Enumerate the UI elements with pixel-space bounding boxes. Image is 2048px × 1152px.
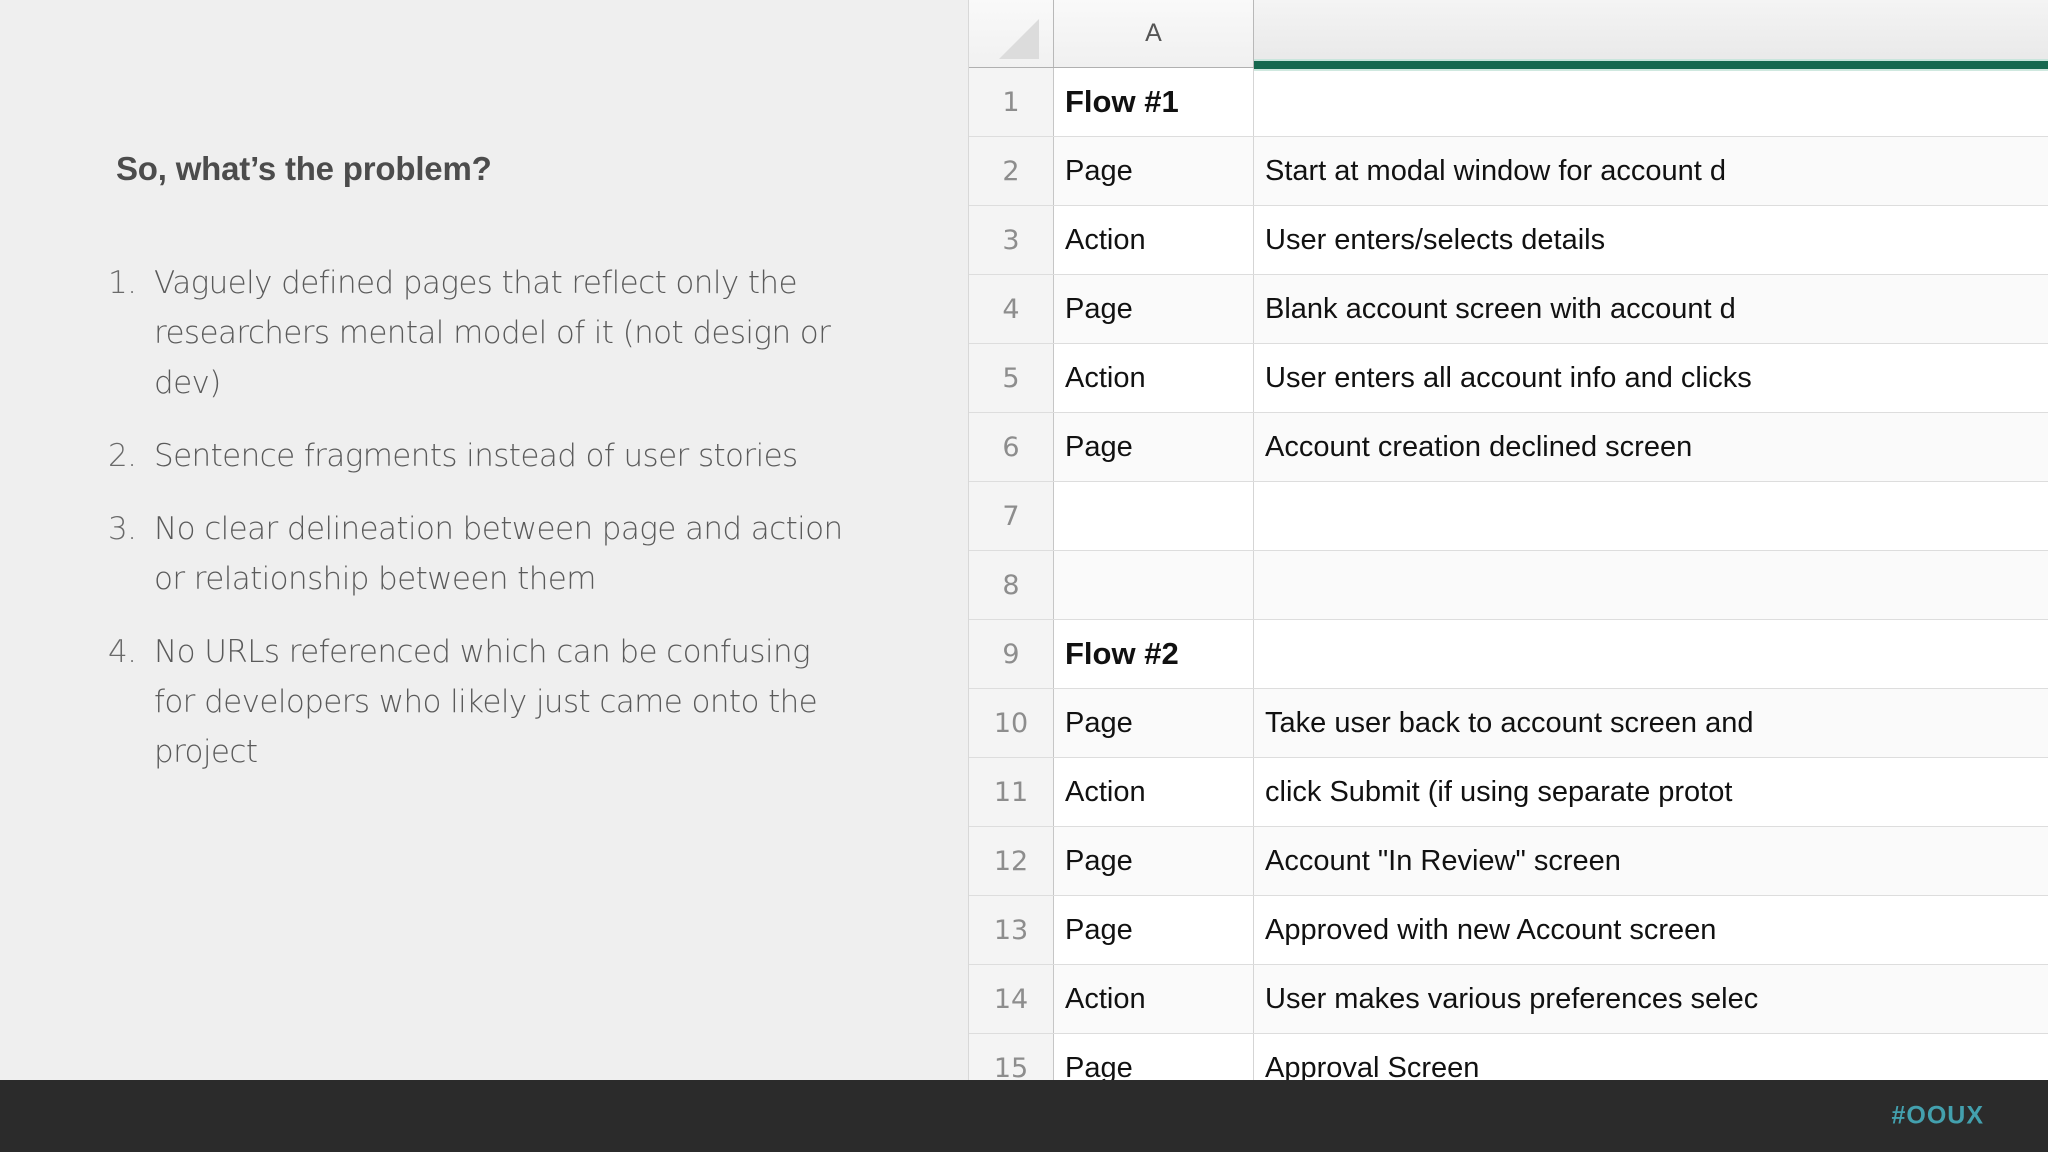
cell-column-b[interactable]: User enters/selects details [1265, 223, 1606, 256]
cell-column-a[interactable]: Page [1054, 689, 1254, 757]
problem-number: 2. [108, 438, 137, 474]
cell-column-a[interactable] [1054, 482, 1254, 550]
select-all-triangle-icon [999, 19, 1039, 59]
row-header-number[interactable]: 15 [969, 1034, 1054, 1080]
slide-footer-bar: #OOUX [0, 1080, 2048, 1152]
select-all-corner-icon[interactable] [969, 0, 1054, 67]
cell-column-b[interactable]: Account creation declined screen [1265, 430, 1693, 463]
row-header-number[interactable]: 4 [969, 275, 1054, 343]
row-header-number[interactable]: 14 [969, 965, 1054, 1033]
problem-list-item: 1. Vaguely defined pages that reflect onl… [108, 258, 898, 408]
problem-number: 3. [108, 511, 137, 547]
problem-list: 1. Vaguely defined pages that reflect onl… [108, 258, 898, 800]
cell-column-b[interactable]: Blank account screen with account d [1265, 292, 1736, 325]
spreadsheet-row[interactable]: 8 [969, 551, 2048, 620]
cell-column-b[interactable] [1254, 551, 2048, 619]
row-header-number[interactable]: 3 [969, 206, 1054, 274]
row-header-number[interactable]: 5 [969, 344, 1054, 412]
cell-column-b[interactable]: Approved with new Account screen [1265, 913, 1717, 946]
cell-column-b[interactable]: Take user back to account screen and [1265, 706, 1754, 739]
cell-column-a[interactable]: Action [1054, 965, 1254, 1033]
problem-text: Sentence fragments instead of user stori… [154, 438, 798, 474]
column-header-b[interactable] [1254, 0, 2048, 67]
cell-column-a[interactable]: Page [1054, 275, 1254, 343]
cell-column-a[interactable]: Page [1054, 137, 1254, 205]
cell-column-a[interactable]: Action [1054, 206, 1254, 274]
footer-hashtag: #OOUX [1891, 1101, 1984, 1130]
cell-column-b[interactable] [1254, 620, 2048, 688]
page-title: So, what’s the problem? [116, 150, 492, 187]
cell-column-b[interactable]: User enters all account info and clicks [1265, 361, 1752, 394]
column-selection-indicator [1254, 61, 2048, 69]
cell-column-b[interactable]: click Submit (if using separate protot [1265, 775, 1733, 808]
cell-column-b[interactable]: Account "In Review" screen [1265, 844, 1621, 877]
cell-column-a[interactable]: Page [1054, 896, 1254, 964]
column-header-a[interactable]: A [1054, 0, 1254, 67]
problem-number: 1. [108, 265, 137, 301]
row-header-number[interactable]: 11 [969, 758, 1054, 826]
slide-content-panel: So, what’s the problem? 1. Vaguely define… [0, 0, 968, 1080]
cell-column-b[interactable] [1254, 68, 2048, 136]
cell-column-b[interactable]: Start at modal window for account d [1265, 154, 1727, 187]
cell-column-a[interactable]: Action [1054, 344, 1254, 412]
row-header-number[interactable]: 12 [969, 827, 1054, 895]
problem-text: No URLs referenced which can be confusin… [154, 634, 818, 770]
cell-column-a[interactable]: Flow #1 [1054, 68, 1254, 136]
row-header-number[interactable]: 10 [969, 689, 1054, 757]
row-header-number[interactable]: 8 [969, 551, 1054, 619]
cell-column-b[interactable]: User makes various preferences selec [1265, 982, 1759, 1015]
cell-column-a[interactable] [1054, 551, 1254, 619]
problem-list-item: 2. Sentence fragments instead of user sto… [108, 431, 898, 481]
cell-column-b[interactable] [1254, 482, 2048, 550]
cell-column-a[interactable]: Page [1054, 1034, 1254, 1080]
spreadsheet-row[interactable]: 7 [969, 482, 2048, 551]
problem-number: 4. [108, 634, 137, 670]
cell-column-a[interactable]: Page [1054, 827, 1254, 895]
problem-text: Vaguely defined pages that reflect only … [154, 265, 831, 401]
spreadsheet-column-header-row: A [969, 0, 2048, 68]
row-header-number[interactable]: 6 [969, 413, 1054, 481]
cell-column-a[interactable]: Flow #2 [1054, 620, 1254, 688]
cell-column-a[interactable]: Action [1054, 758, 1254, 826]
row-header-number[interactable]: 2 [969, 137, 1054, 205]
row-header-number[interactable]: 9 [969, 620, 1054, 688]
problem-list-item: 4. No URLs referenced which can be confus… [108, 627, 898, 777]
cell-column-a[interactable]: Page [1054, 413, 1254, 481]
problem-list-item: 3. No clear delineation between page and … [108, 504, 898, 604]
problem-text: No clear delineation between page and ac… [154, 511, 843, 597]
row-header-number[interactable]: 1 [969, 68, 1054, 136]
row-header-number[interactable]: 13 [969, 896, 1054, 964]
cell-column-b[interactable]: Approval Screen [1265, 1051, 1480, 1081]
row-header-number[interactable]: 7 [969, 482, 1054, 550]
